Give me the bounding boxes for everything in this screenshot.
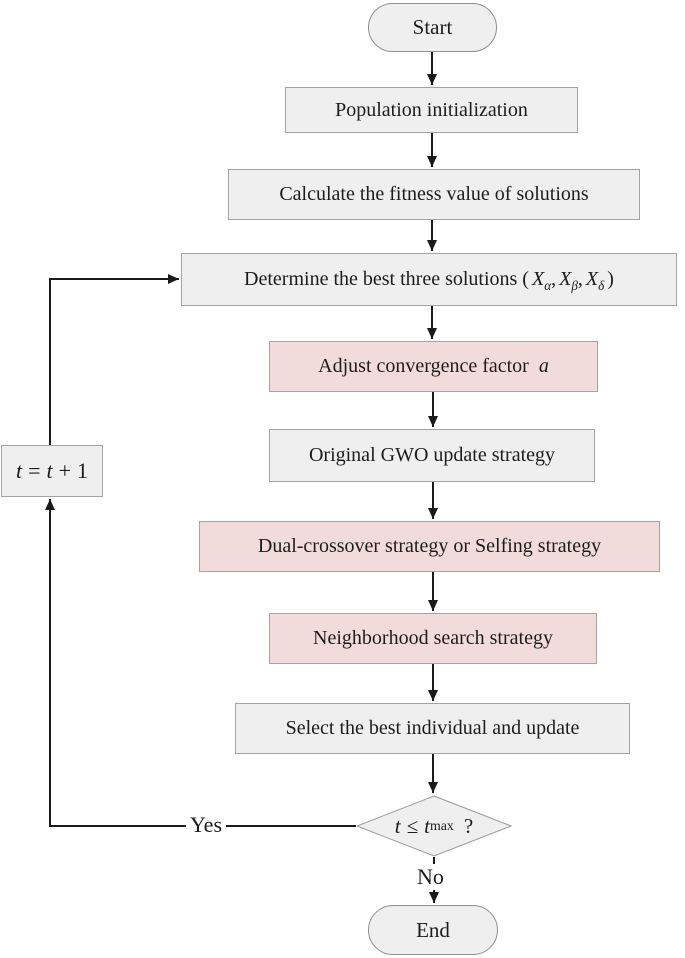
loop-increment-to-determine (49, 274, 179, 445)
gwo-label: Original GWO update strategy (308, 444, 556, 466)
calculate-fitness-node: Calculate the fitness value of solutions (228, 169, 640, 220)
fitness-label: Calculate the fitness value of solutions (279, 183, 589, 205)
dual-crossover-node: Dual-crossover strategy or Selfing strat… (199, 521, 660, 572)
no-edge-label: No (413, 864, 448, 890)
x-beta-var: X (559, 268, 572, 290)
start-label: Start (412, 15, 453, 39)
population-label: Population initialization (335, 98, 528, 121)
decision-diamond-shape (355, 795, 513, 857)
neighborhood-search-node: Neighborhood search strategy (269, 613, 597, 664)
gwo-update-node: Original GWO update strategy (269, 429, 595, 482)
start-node: Start (368, 3, 497, 52)
end-label: End (416, 917, 450, 942)
yes-edge-label: Yes (186, 812, 227, 838)
x-alpha-var: X (531, 268, 545, 290)
population-initialization-node: Population initialization (285, 87, 578, 133)
select-best-node: Select the best individual and update (235, 703, 630, 754)
x-delta-var: X (585, 268, 599, 290)
select-label: Select the best individual and update (285, 717, 580, 739)
increment-label: t=t+1 (15, 458, 89, 483)
end-node: End (368, 905, 498, 955)
increment-node: t=t+1 (1, 445, 103, 497)
loop-yes-to-increment (45, 499, 356, 827)
neighborhood-label: Neighborhood search strategy (313, 627, 553, 649)
a-var: a (538, 355, 549, 377)
determine-label: Determine the best three solutions (Xα,X… (244, 268, 614, 293)
crossover-label: Dual-crossover strategy or Selfing strat… (257, 535, 602, 557)
determine-best-solutions-node: Determine the best three solutions (Xα,X… (181, 253, 677, 306)
